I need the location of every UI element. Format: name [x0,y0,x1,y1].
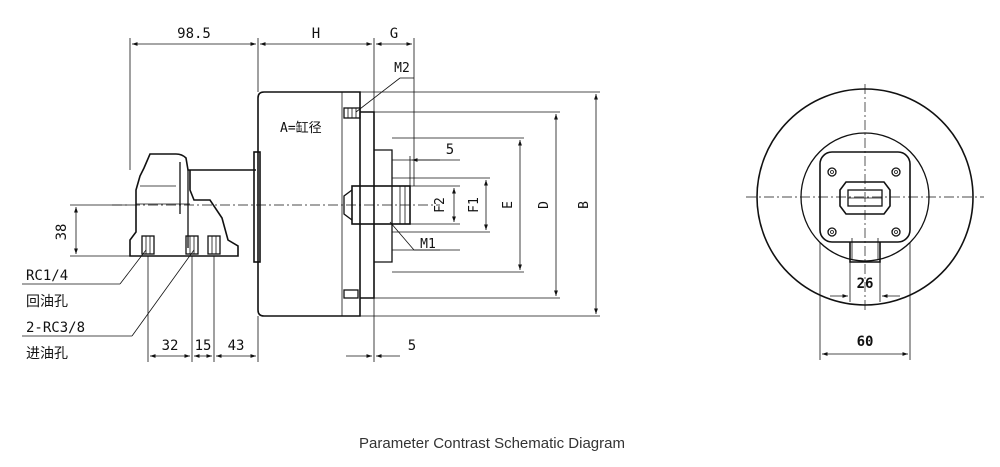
side-labels: 98.5 H G M2 M1 5 F2 F1 E D B 38 32 15 43… [26,26,592,362]
dim-b: B [577,201,592,209]
dim-43: 43 [228,338,245,354]
dim-32: 32 [162,338,179,354]
dim-g: G [390,26,398,42]
dim-38: 38 [54,224,70,241]
square-flange [819,151,911,243]
dim-h: H [312,26,320,42]
dim-98-5: 98.5 [177,26,211,42]
dim-26: 26 [857,276,874,292]
dim-m2: M2 [394,61,410,76]
side-dimensions [22,38,600,362]
cylinder-body [257,91,361,317]
port-inlet-label: 2-RC3/8 [26,320,85,336]
dim-5-top: 5 [446,142,454,158]
end-view: 26 60 [746,84,984,360]
diagram-caption: Parameter Contrast Schematic Diagram [359,435,625,452]
dim-d: D [537,201,552,209]
bottom-tab [849,242,881,263]
rod-head [839,181,891,215]
dim-15: 15 [195,338,212,354]
front-nose [360,111,375,299]
mounting-plate [253,151,261,263]
port-fittings [141,235,221,255]
dim-f1: F1 [467,197,482,213]
port-inlet-cn: 进油孔 [26,346,68,362]
port-block [129,153,256,257]
bore-note: A=缸径 [280,120,322,136]
port-return-label: RC1/4 [26,268,68,284]
dim-f2: F2 [433,197,448,213]
dim-5-bottom: 5 [408,338,416,354]
side-view [112,91,440,317]
port-return-cn: 回油孔 [26,294,68,310]
dim-e: E [501,201,516,209]
dim-m1: M1 [420,237,436,252]
dim-60: 60 [857,334,874,350]
